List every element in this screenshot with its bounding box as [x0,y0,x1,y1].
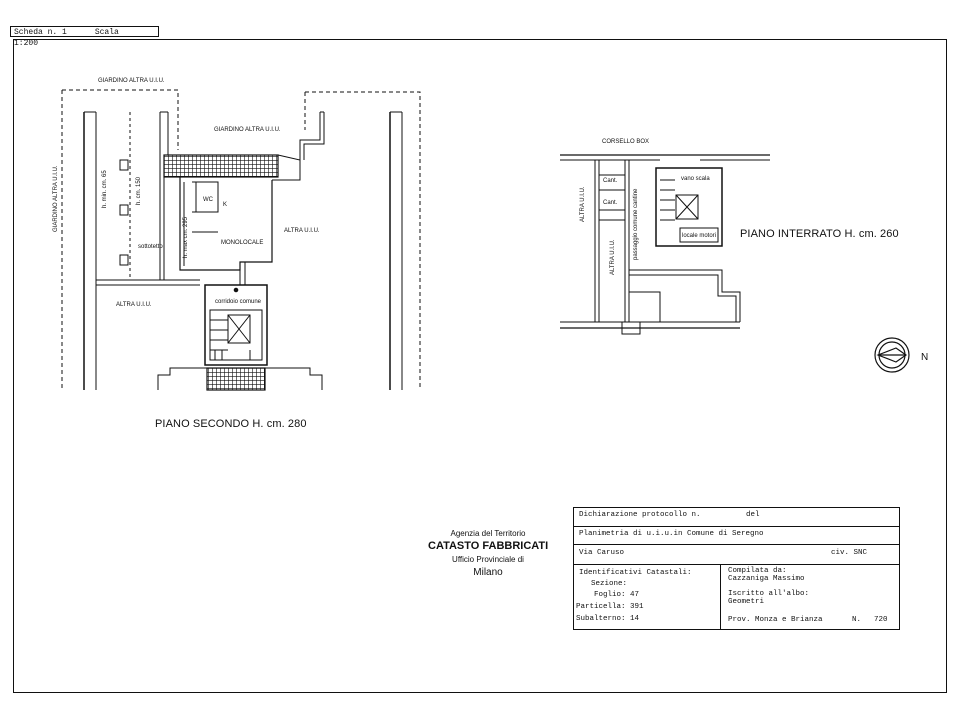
plan-second-floor [61,89,421,391]
via-text: Via Caruso [579,549,625,557]
subalterno-label: Subalterno: 14 [576,615,640,623]
del-label: del [746,511,760,519]
scheda-number: Scheda n. 1 [14,28,67,37]
label-altra-v2: ALTRA U.I.U. [610,239,616,275]
label-h-min: h. min. cm. 65 [102,170,108,208]
identificativi-label: Identificativi Catastali: [579,569,692,577]
label-vano-scala: vano scala [681,176,710,182]
civ-text: civ. SNC [831,549,868,557]
compass-icon [874,337,910,373]
plan-basement-title: PIANO INTERRATO H. cm. 260 [740,228,899,240]
planimetria-text: Planimetria di u.i.u.in Comune di Seregn… [579,530,764,538]
dichiarazione-label: Dichiarazione protocollo n. [579,511,701,519]
foglio-label: Foglio: 47 [594,591,640,599]
sezione-label: Sezione: [591,580,628,588]
compass-north-label: N [921,352,928,363]
agency-office: Ufficio Provinciale di [452,555,524,564]
cadastral-table: Dichiarazione protocollo n. del Planimet… [573,507,900,630]
label-cant-2: Cant. [603,200,618,206]
label-monolocale: MONOLOCALE [221,240,263,246]
label-altra-right: ALTRA U.I.U. [284,228,320,234]
label-sottotetto: sottotetto [138,244,163,250]
row-via: Via Caruso civ. SNC [574,544,899,565]
plan-second-title: PIANO SECONDO H. cm. 280 [155,418,307,430]
label-h-max: h. max cm. 295 [183,216,189,258]
particella-label: Particella: 391 [576,603,644,611]
label-altra-left: ALTRA U.I.U. [116,302,152,308]
agency-city: Milano [473,567,503,578]
label-corridoio: corridoio comune [215,299,262,305]
plan-basement [560,154,770,335]
label-h-150: h. cm. 150 [136,176,142,205]
iscritto-label: Iscritto all'albo: [728,590,810,598]
prov-label: Prov. Monza e Brianza [728,616,823,624]
label-locale-motori: locale motori [682,233,716,239]
n-value: 720 [874,616,888,624]
label-k: K [223,202,227,208]
agency-name: Agenzia del Territorio [450,529,526,538]
n-label: N. [852,616,862,624]
albo-value: Geometri [728,598,765,606]
compilatore-name: Cazzaniga Massimo [728,575,805,583]
agency-catasto: CATASTO FABBRICATI [428,540,549,552]
label-cant-1: Cant. [603,178,618,184]
drawing-frame [13,39,947,693]
row-dichiarazione: Dichiarazione protocollo n. del [574,508,899,527]
label-wc: WC [203,197,214,203]
scale: Scala 1:200 [14,28,119,48]
table-divider [720,564,721,629]
label-corsello: CORSELLO BOX [602,139,649,145]
label-altra-v1: ALTRA U.I.U. [580,186,586,222]
label-passaggio: passaggio comune cantine [633,188,639,260]
compilata-label: Compilata da: [728,567,787,575]
label-giardino-top-left: GIARDINO ALTRA U.I.U. [98,78,165,84]
label-giardino-left: GIARDINO ALTRA U.I.U. [53,165,59,232]
label-giardino-top-mid: GIARDINO ALTRA U.I.U. [214,127,281,133]
row-planimetria: Planimetria di u.i.u.in Comune di Seregn… [574,526,899,545]
agency-block: Agenzia del Territorio CATASTO FABBRICAT… [428,527,548,579]
